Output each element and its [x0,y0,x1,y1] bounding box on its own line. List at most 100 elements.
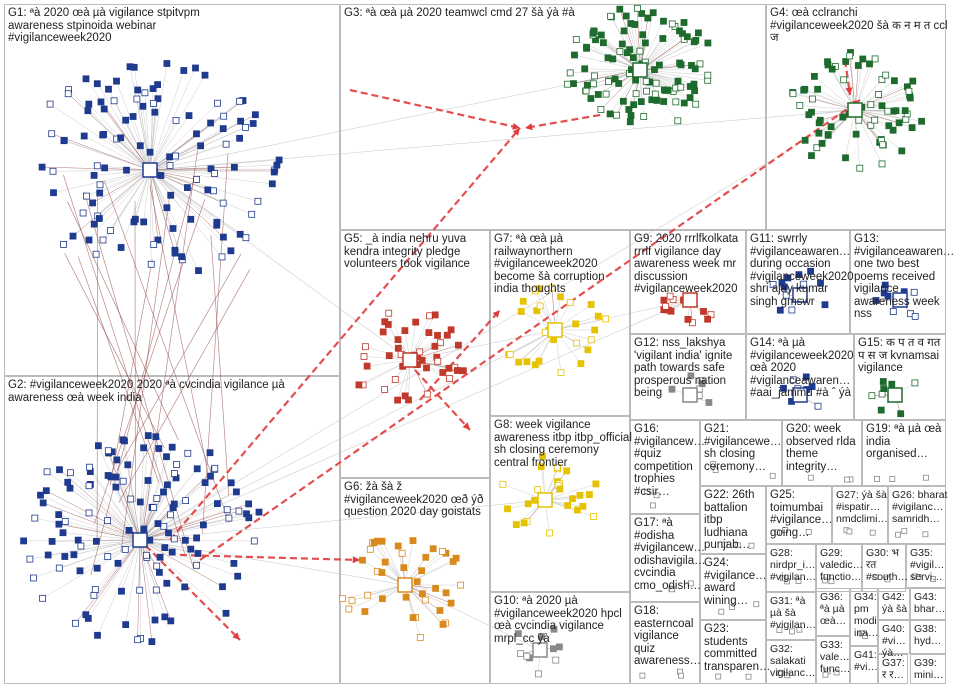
node-g4 [828,65,836,73]
hub-node-g15 [887,387,903,403]
node-g11 [800,280,808,288]
group-label-g27: G27: ýà šà #ispatir… nmdclimi… [836,489,888,525]
group-box-g34 [850,588,878,646]
node-g19 [923,474,929,481]
hub-node-g11 [792,287,808,303]
edge-g2 [93,539,141,596]
node-g24 [729,604,735,610]
node-g2 [134,636,142,644]
node-g2 [144,432,152,440]
node-g1 [167,191,175,199]
node-g3 [695,29,702,37]
node-g13 [881,281,889,289]
node-g1 [133,95,141,103]
node-g2 [153,494,161,502]
arrowhead [512,128,520,136]
node-g2 [168,443,176,451]
node-g3 [591,72,598,80]
node-g2 [67,469,74,477]
node-g3 [616,48,624,55]
node-g5 [445,364,453,372]
node-g3 [566,69,574,77]
group-box-g40 [878,620,910,654]
arrowhead [525,123,533,131]
group-box-g29 [816,544,862,592]
group-label-g6: G6: žà šà ž #vigilanceweek2020 œð ýð que… [344,481,484,518]
node-g11 [821,301,829,309]
node-g20 [844,476,850,483]
node-g1 [49,167,57,175]
edge-cross [139,109,856,541]
node-g2 [93,537,100,545]
node-g3 [587,95,595,102]
node-g3 [626,118,634,126]
group-label-g30: G30: भ रत #south… [866,547,909,583]
group-box-g5 [340,230,490,478]
edge-g1 [149,115,190,171]
node-g3 [638,10,646,17]
node-g4 [840,76,848,84]
node-g4 [895,119,903,127]
node-g2 [230,560,238,567]
node-g1 [46,100,54,108]
edge-g1 [133,169,151,222]
node-g3 [627,112,635,119]
node-g8 [504,505,511,513]
node-g3 [604,54,612,62]
edge-g2 [111,451,141,541]
node-g8 [512,521,520,528]
node-g1 [96,189,104,197]
node-g11 [784,274,792,282]
node-g3 [643,87,650,95]
group-box-g19 [862,420,946,486]
edge-g2 [139,539,156,621]
edge-g1 [104,108,151,171]
node-g7 [523,358,531,366]
node-g10 [550,625,558,633]
edge-g1 [149,169,247,238]
edge-g4 [854,109,922,122]
node-g18 [639,672,646,679]
node-g4 [889,126,897,134]
node-g1 [92,250,100,258]
edge-g2 [139,539,197,566]
node-g2 [255,508,263,516]
node-g2 [31,514,39,522]
node-g1 [139,102,147,110]
node-g9 [707,311,715,319]
group-box-g35 [906,544,946,588]
node-g11 [769,280,777,288]
node-g3 [690,38,698,46]
node-g9 [667,307,675,315]
node-g8 [537,463,545,471]
group-label-g1: G1: ªà 2020 œà µà vigilance stpitvpm awa… [8,7,200,44]
node-g5 [454,341,462,349]
node-g4 [814,85,821,93]
node-g5 [439,369,447,376]
node-g6 [432,585,440,592]
group-box-g18 [630,602,700,684]
node-g3 [613,111,620,119]
group-box-g26 [888,486,946,544]
node-g3 [564,80,571,88]
hub-node-g3 [632,62,648,78]
node-g1 [117,134,125,142]
edge-g1 [149,70,185,171]
edge-g1 [149,122,211,171]
node-g4 [905,87,913,95]
node-g16 [650,502,656,509]
node-g2 [144,477,152,484]
node-g16 [653,492,660,499]
node-g2 [170,470,178,477]
node-g11 [817,279,824,287]
node-g7 [517,308,525,315]
node-g1 [84,107,92,115]
node-g1 [180,67,188,74]
node-g13 [880,289,888,297]
node-g5 [426,312,434,320]
node-g8 [590,513,597,520]
group-label-g7: G7: ªà œà µà railwaynorthern #vigilancew… [494,233,605,295]
group-box-g6 [340,478,490,684]
node-g4 [906,94,914,102]
node-g4 [809,95,816,103]
